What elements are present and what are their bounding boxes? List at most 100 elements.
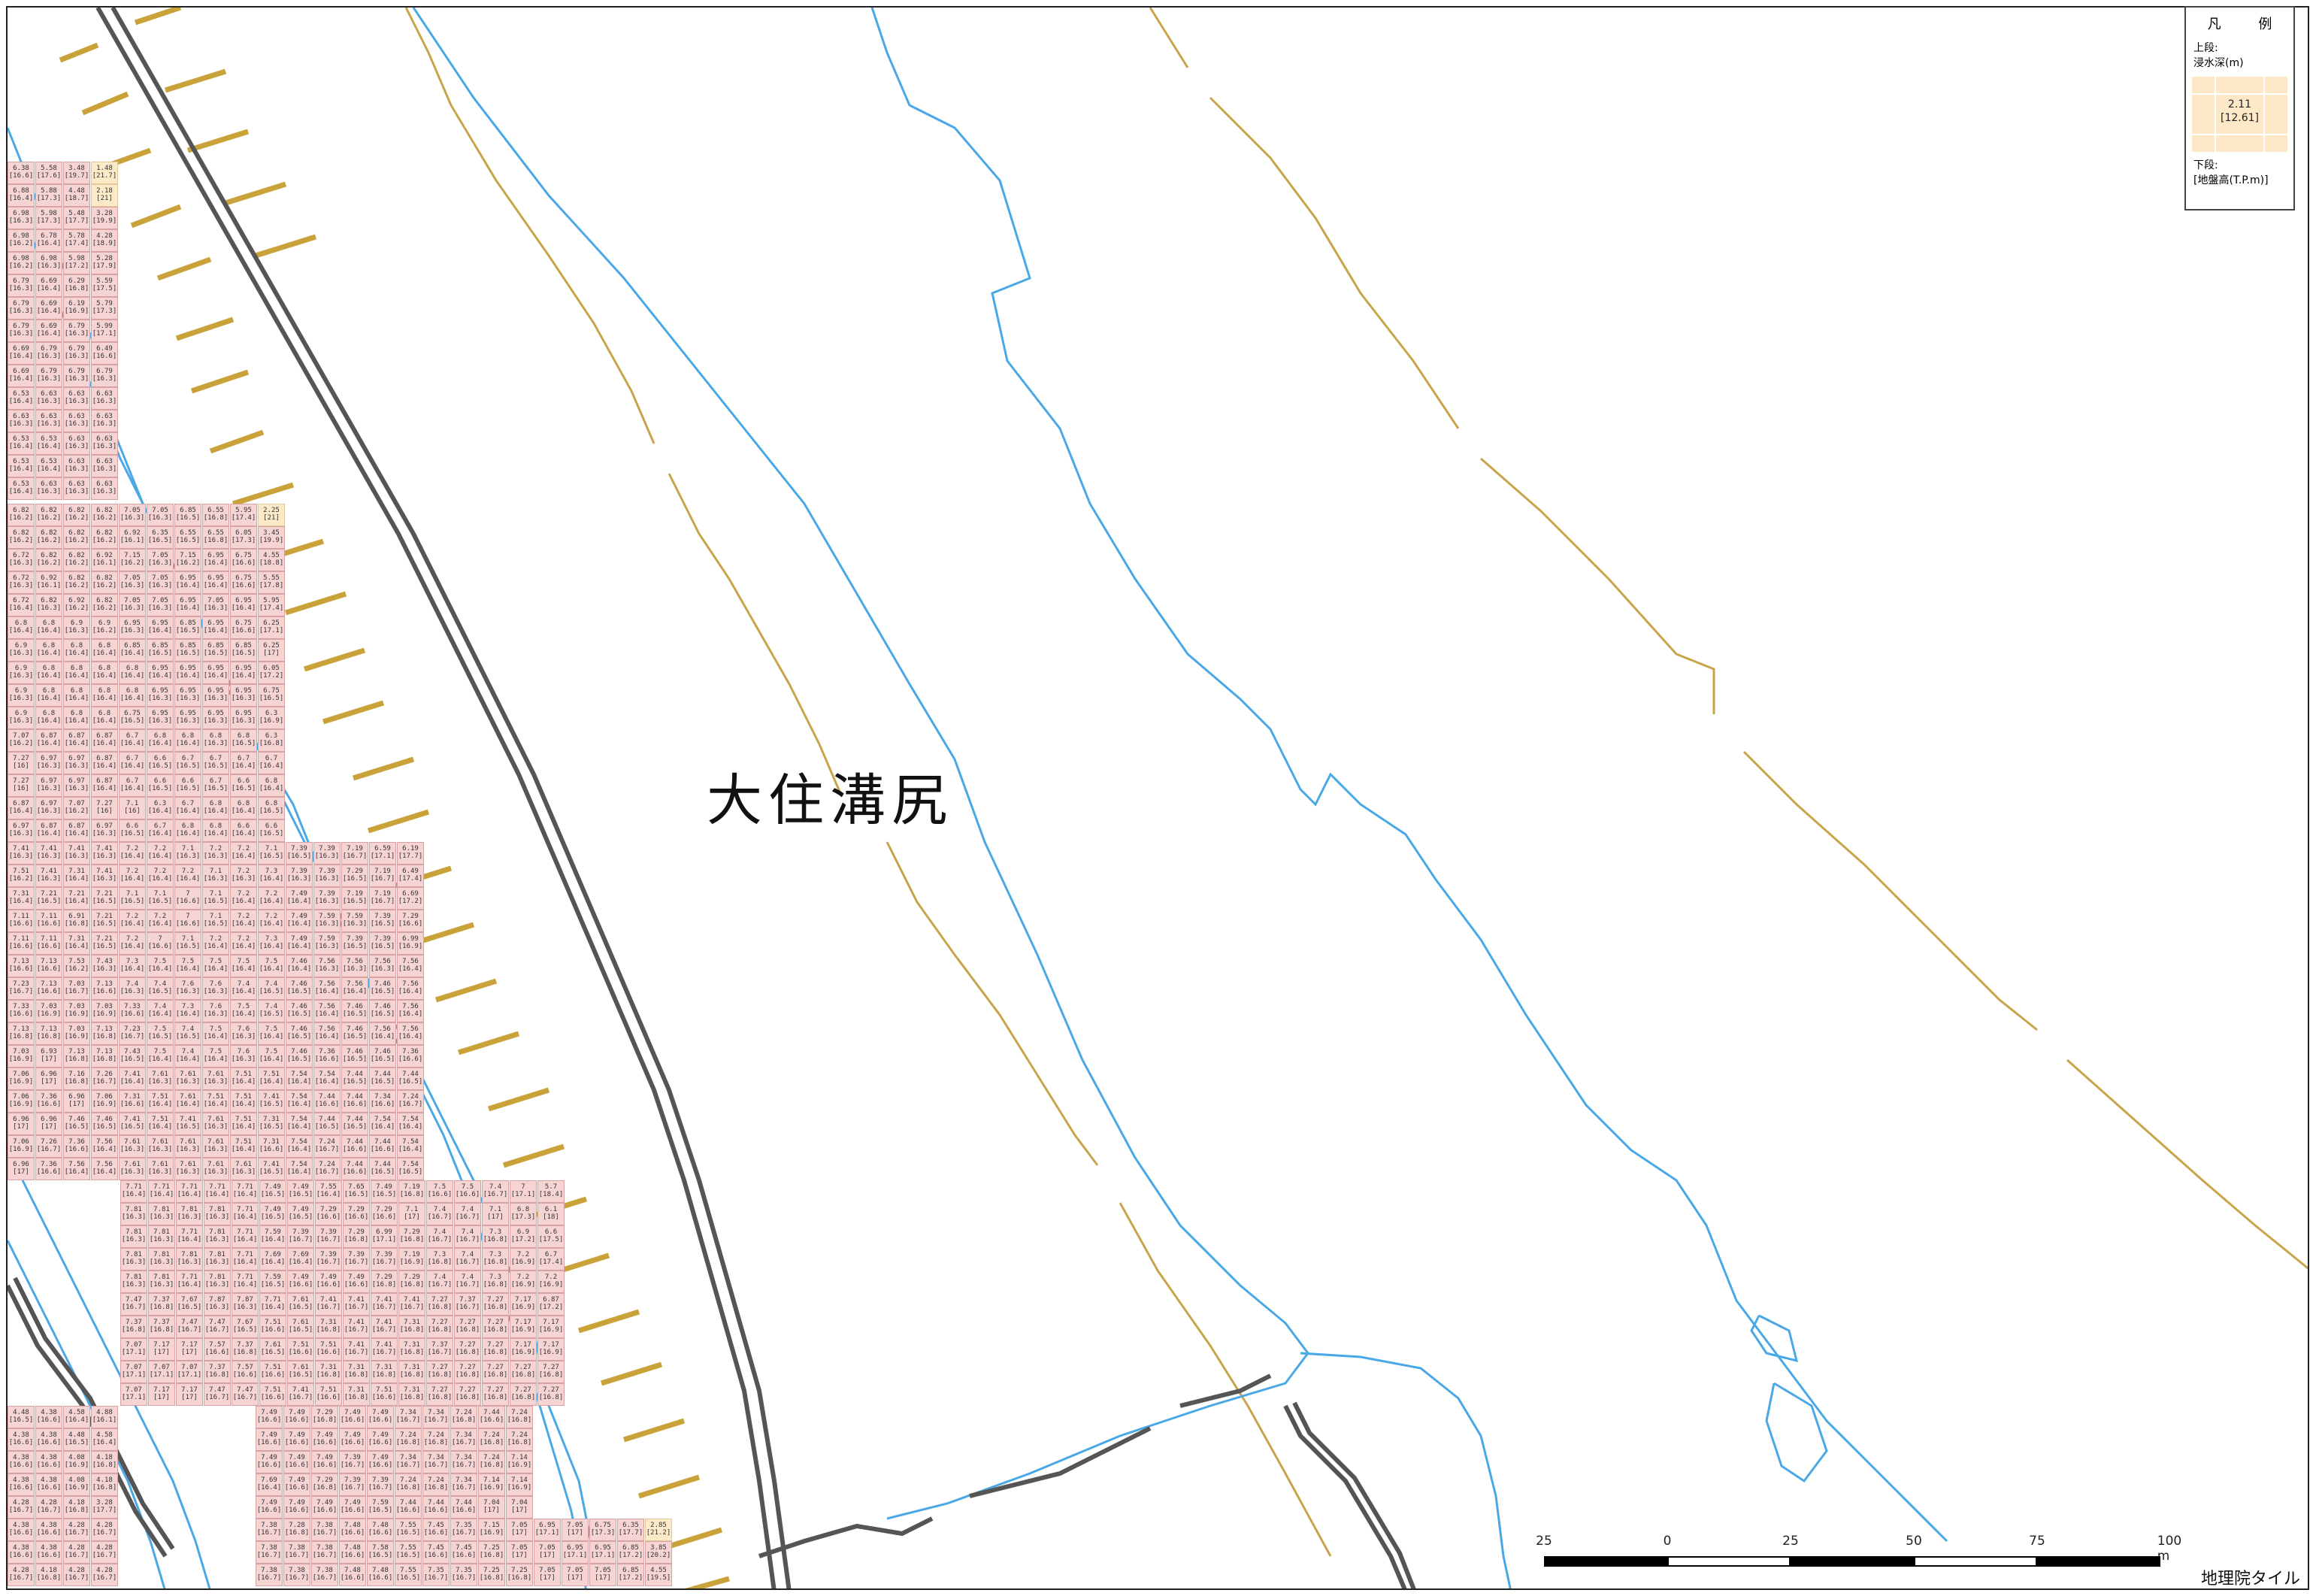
grid-cell: 7.41[16.7]	[315, 1293, 342, 1316]
grid-cell: 4.38[16.6]	[8, 1473, 35, 1496]
grid-cell: 7.46[16.5]	[341, 1000, 368, 1022]
grid-cell: 7.19[16.7]	[369, 887, 396, 910]
grid-cell: 6.7[16.4]	[147, 819, 174, 842]
grid-cell: 6.8[16.4]	[119, 684, 146, 707]
grid-cell: 7.69[16.4]	[287, 1248, 314, 1270]
grid-cell: 6.82[16.2]	[63, 504, 90, 526]
grid-cell: 7.26[16.7]	[91, 1068, 118, 1090]
map-frame[interactable]: 6.38[16.6]5.58[17.6]3.48[19.7]1.48[21.7]…	[6, 6, 2309, 1590]
grid-cell: 2.25[21]	[258, 504, 285, 526]
grid-cell: 6.63[16.3]	[8, 410, 35, 432]
grid-cell: 7.2[16.4]	[230, 910, 257, 932]
grid-cell: 7.41[16.5]	[119, 1113, 146, 1135]
grid-cell: 7.3[16.4]	[174, 1000, 201, 1022]
levee-hatches	[59, 8, 730, 1588]
grid-cell: 2.18[21]	[91, 184, 118, 207]
grid-cell: 7.33[16.6]	[8, 1000, 35, 1022]
grid-cell: 6.63[16.3]	[91, 387, 118, 410]
grid-cell: 7.49[16.6]	[367, 1406, 394, 1428]
grid-cell: 7.49[16.5]	[259, 1203, 286, 1225]
grid-cell: 7.41[16.3]	[35, 842, 62, 865]
grid-cell: 7.38[16.7]	[311, 1519, 338, 1541]
grid-cell: 7.27[16.8]	[454, 1338, 481, 1361]
grid-cell: 7.34[16.7]	[450, 1451, 477, 1473]
grid-cell: 7.61[16.5]	[287, 1293, 314, 1316]
grid-cell: 7.71[16.4]	[176, 1225, 203, 1248]
grid-cell: 7.29[16.8]	[371, 1270, 398, 1293]
grid-cell: 7.27[16.8]	[426, 1361, 453, 1383]
grid-cell: 6.69[16.4]	[35, 297, 62, 320]
grid-cell: 7.34[16.7]	[422, 1406, 450, 1428]
grid-cell: 7.6[16.3]	[202, 977, 229, 1000]
grid-cell: 7.49[16.5]	[259, 1180, 286, 1203]
grid-cell: 7[16.6]	[174, 887, 201, 910]
grid-cell: 6.87[16.4]	[91, 774, 118, 797]
grid-cell: 7.51[16.6]	[259, 1361, 286, 1383]
grid-cell: 7.81[16.3]	[120, 1270, 147, 1293]
grid-cell: 7.51[16.4]	[258, 1068, 285, 1090]
grid-cell: 6.95[17.1]	[589, 1541, 616, 1564]
grid-cell: 7.49[16.6]	[339, 1428, 366, 1451]
grid-cell: 7.59[16.4]	[259, 1225, 286, 1248]
grid-cell: 7.44[16.6]	[395, 1496, 422, 1519]
grid-cell: 7.05[16.3]	[202, 594, 229, 616]
grid-cell: 6.79[16.3]	[8, 274, 35, 297]
grid-cell: 7.07[17.1]	[148, 1361, 175, 1383]
grid-cell: 7.39[16.7]	[287, 1225, 314, 1248]
grid-cell: 7.13[16.8]	[63, 1045, 90, 1068]
grid-cell: 7.51[16.4]	[202, 1090, 229, 1113]
grid-cell: 7.17[16.9]	[537, 1338, 565, 1361]
grid-cell: 5.58[17.6]	[35, 162, 62, 184]
grid-cell: 7.54[16.4]	[286, 1090, 313, 1113]
grid-cell: 7.4[16.4]	[147, 1000, 174, 1022]
grid-cell: 7.56[16.3]	[341, 955, 368, 977]
grid-cell: 7.27[16.8]	[482, 1338, 509, 1361]
grid-cell: 6.97[16.3]	[63, 752, 90, 774]
grid-cell: 7.2[16.4]	[147, 865, 174, 887]
grid-cell: 6.8[16.5]	[230, 729, 257, 752]
grid-cell: 7.37[16.8]	[232, 1338, 259, 1361]
grid-cell: 7.5[16.4]	[147, 955, 174, 977]
grid-cell: 6.87[16.4]	[35, 819, 62, 842]
grid-cell: 6.9[16.2]	[91, 616, 118, 639]
grid-cell: 7.5[16.4]	[230, 955, 257, 977]
grid-cell: 6.85[17.2]	[617, 1541, 644, 1564]
grid-cell: 7.17[16.9]	[510, 1338, 537, 1361]
grid-cell: 7.56[16.4]	[397, 977, 424, 1000]
grid-cell: 7.41[16.5]	[174, 1113, 201, 1135]
grid-cell: 7.49[16.5]	[371, 1180, 398, 1203]
grid-cell: 7.71[16.4]	[232, 1180, 259, 1203]
grid-cell: 6.85[16.5]	[174, 639, 201, 662]
grid-cell: 4.28[16.7]	[63, 1564, 90, 1586]
grid-cell: 7.51[16.6]	[315, 1338, 342, 1361]
grid-cell: 7.71[16.4]	[204, 1180, 231, 1203]
grid-cell: 3.85[20.2]	[645, 1541, 672, 1564]
grid-cell: 5.78[17.4]	[63, 229, 90, 252]
grid-cell: 7.21[16.4]	[63, 887, 90, 910]
grid-cell: 6.79[16.3]	[63, 365, 90, 387]
grid-cell: 6.82[16.2]	[63, 549, 90, 571]
grid-cell: 6.53[16.4]	[8, 432, 35, 455]
grid-cell: 7.4[16.3]	[119, 977, 146, 1000]
grid-cell: 7.41[16.7]	[343, 1293, 370, 1316]
grid-cell: 7.34[16.7]	[422, 1451, 450, 1473]
grid-cell: 6.96[17]	[8, 1158, 35, 1180]
grid-cell: 7.25[16.8]	[478, 1541, 505, 1564]
grid-cell: 7.47[16.7]	[204, 1383, 231, 1406]
grid-cell: 7.44[16.5]	[369, 1158, 396, 1180]
grid-cell: 7.11[16.6]	[35, 932, 62, 955]
grid-cell: 7.61[16.3]	[202, 1068, 229, 1090]
grid-cell: 6.82[16.2]	[35, 526, 62, 549]
grid-cell: 6.95[16.3]	[230, 707, 257, 729]
grid-cell: 7.1[16.5]	[202, 887, 229, 910]
grid-cell: 7.39[16.7]	[315, 1225, 342, 1248]
grid-cell: 7.5[16.4]	[230, 1000, 257, 1022]
grid-cell: 6.6[16.5]	[147, 774, 174, 797]
grid-cell: 7.15[16.9]	[478, 1519, 505, 1541]
grid-cell: 7.1[16.5]	[202, 910, 229, 932]
grid-cell: 7.2[16.4]	[119, 865, 146, 887]
grid-cell: 7.27[16.8]	[426, 1383, 453, 1406]
grid-cell: 7.03[16.9]	[63, 1022, 90, 1045]
grid-cell: 7.6[16.3]	[174, 977, 201, 1000]
grid-cell: 6.63[16.3]	[91, 477, 118, 500]
